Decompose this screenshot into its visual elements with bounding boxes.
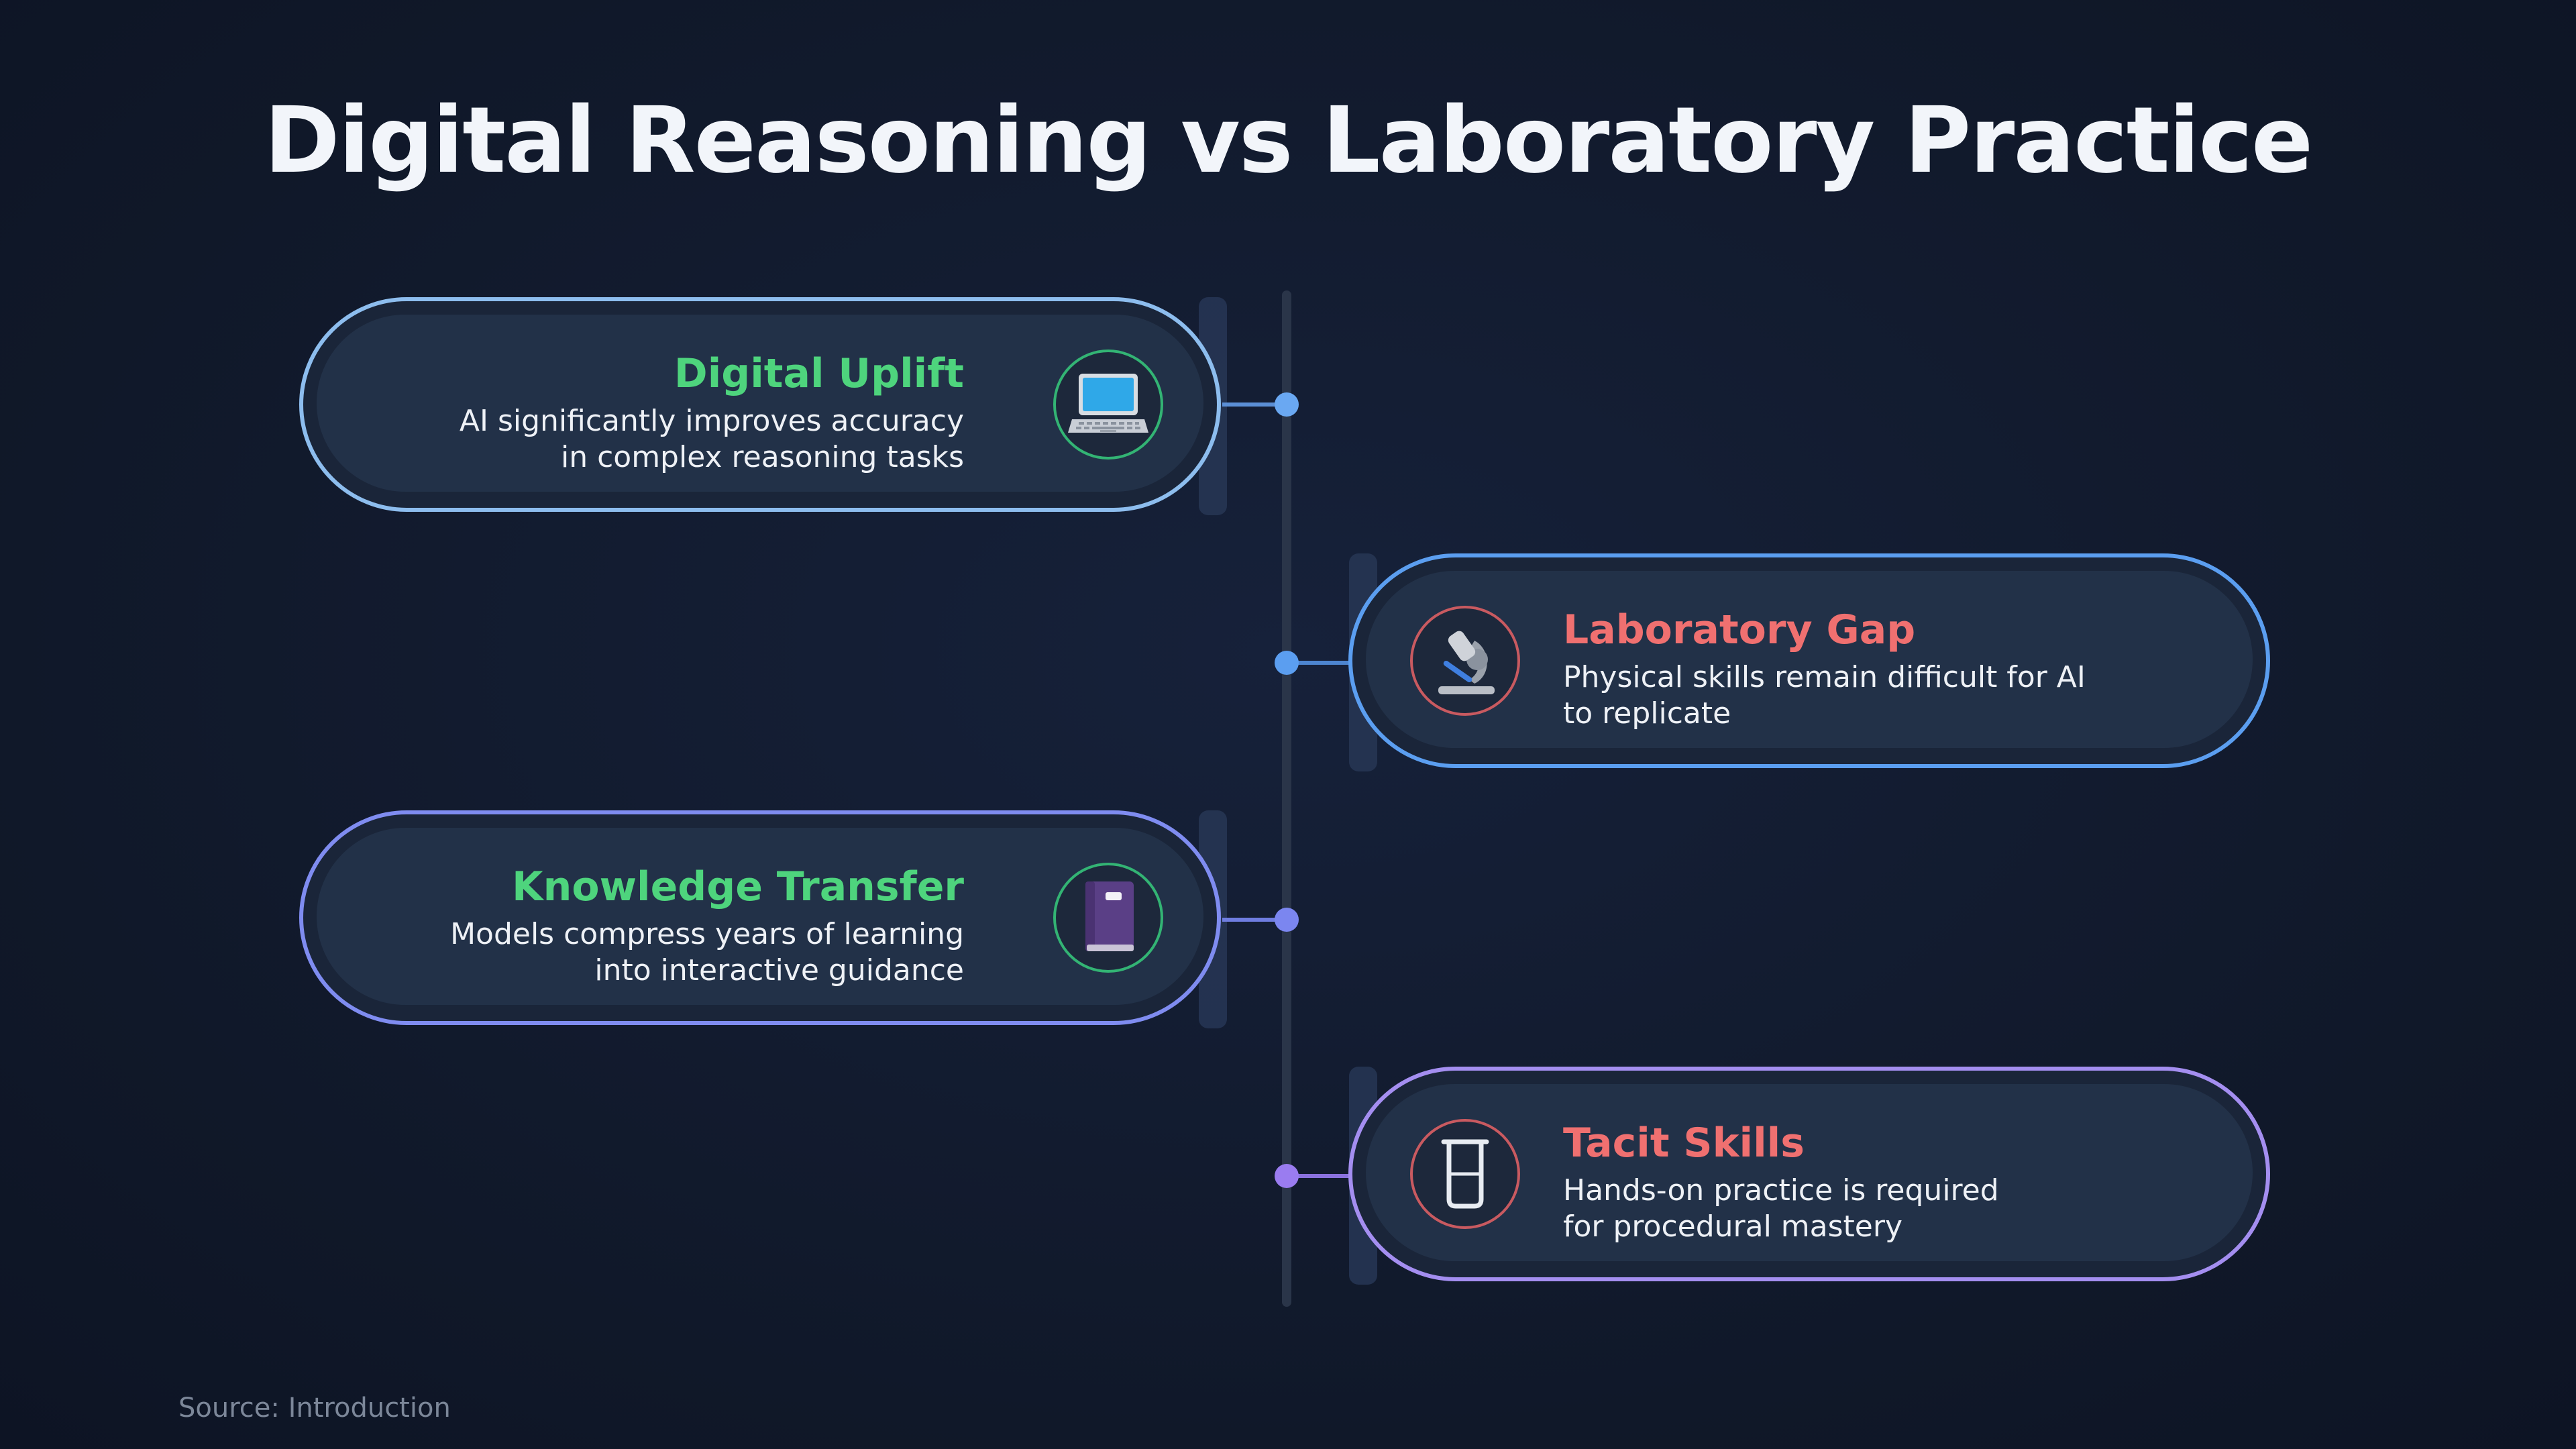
connector-line: [1287, 661, 1351, 665]
card-text: Laboratory Gap Physical skills remain di…: [1563, 604, 2113, 732]
timeline-card-laboratory-gap: Laboratory Gap Physical skills remain di…: [1348, 553, 2270, 768]
connector-line: [1222, 918, 1287, 922]
card-text: Knowledge Transfer Models compress years…: [414, 861, 964, 989]
card-heading: Tacit Skills: [1563, 1120, 1805, 1167]
card-description-line: to replicate: [1563, 696, 1731, 731]
microscope-icon: [1410, 606, 1520, 716]
source-caption: Source: Introduction: [178, 1393, 451, 1424]
card-text: Tacit Skills Hands-on practice is requir…: [1563, 1118, 2113, 1245]
page-title: Digital Reasoning vs Laboratory Practice: [264, 88, 2313, 194]
timeline-card-tacit-skills: Tacit Skills Hands-on practice is requir…: [1348, 1067, 2270, 1281]
timeline-card-digital-uplift: Digital Uplift AI significantly improves…: [299, 297, 1221, 512]
card-description-line: AI significantly improves accuracy: [459, 404, 964, 438]
card-heading: Knowledge Transfer: [512, 863, 964, 910]
card-text: Digital Uplift AI significantly improves…: [414, 348, 964, 476]
card-description-line: Hands-on practice is required: [1563, 1173, 1999, 1208]
laptop-icon: [1053, 350, 1163, 460]
timeline-dot: [1275, 651, 1299, 675]
card-description-line: into interactive guidance: [594, 953, 964, 987]
card-description-line: Models compress years of learning: [450, 917, 964, 951]
card-description-line: Physical skills remain difficult for AI: [1563, 660, 2086, 694]
timeline-dot: [1275, 908, 1299, 932]
card-heading: Digital Uplift: [674, 350, 964, 397]
timeline-spine: [1282, 290, 1291, 1307]
beaker-icon: [1410, 1119, 1520, 1229]
connector-line: [1222, 402, 1287, 407]
card-heading: Laboratory Gap: [1563, 606, 1916, 653]
book-icon: [1053, 863, 1163, 973]
card-description-line: in complex reasoning tasks: [560, 440, 964, 474]
timeline-dot: [1275, 392, 1299, 417]
card-description-line: for procedural mastery: [1563, 1210, 1902, 1244]
connector-line: [1287, 1174, 1351, 1178]
timeline-dot: [1275, 1164, 1299, 1188]
timeline-card-knowledge-transfer: Knowledge Transfer Models compress years…: [299, 810, 1221, 1025]
